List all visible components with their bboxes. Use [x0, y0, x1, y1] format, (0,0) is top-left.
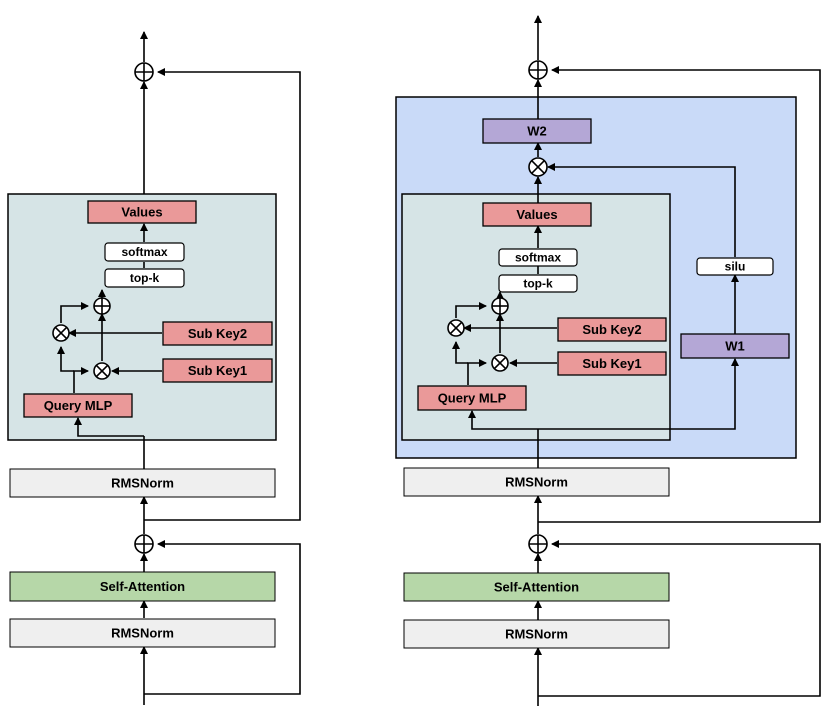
right-rmsnorm-top-box — [403, 467, 670, 497]
right-rmsnorm-top-label: RMSNorm — [505, 475, 568, 490]
right-rmsnorm-bottom-box — [403, 619, 670, 649]
right-multiply-subkey1-icon — [491, 354, 509, 372]
right-softmax-box — [498, 248, 578, 267]
left-mult2-to-add — [60, 302, 89, 323]
left-subkey2-box — [162, 321, 273, 346]
right-subkey1-label: Sub Key1 — [582, 356, 641, 371]
left-rmsnorm-top-label: RMSNorm — [111, 476, 174, 491]
left-self-attention-box — [9, 571, 276, 602]
left-softmax-label: softmax — [121, 245, 167, 259]
right-multiply-subkey2-icon — [447, 319, 465, 337]
right-self-attention-box — [403, 572, 670, 602]
right-w2-box — [482, 118, 592, 144]
right-query-mlp-box — [417, 385, 527, 411]
right-rmsnorm-bottom-label: RMSNorm — [505, 627, 568, 642]
right-add-attention-icon — [528, 534, 548, 554]
right-subkey1-box — [557, 351, 667, 376]
right-add-output-icon — [528, 60, 548, 80]
right-gate-multiply-icon — [528, 157, 548, 177]
left-query-mlp-label: Query MLP — [44, 398, 113, 413]
left-subkey2-label: Sub Key2 — [188, 326, 247, 341]
right-softmax-label: softmax — [515, 251, 561, 265]
left-query-mlp-box — [23, 393, 133, 418]
left-values-label: Values — [121, 205, 162, 220]
right-silu-to-gate — [547, 163, 736, 257]
right-residual-top — [538, 66, 821, 523]
left-self-attention-label: Self-Attention — [100, 579, 185, 594]
right-topk-label: top-k — [523, 277, 553, 291]
left-multiply-subkey1-icon — [93, 362, 111, 380]
left-to-query-mlp — [74, 417, 144, 437]
left-topk-box — [104, 268, 185, 288]
left-subkey1-box — [162, 358, 273, 383]
right-self-attention-label: Self-Attention — [494, 580, 579, 595]
left-add-attention-icon — [134, 534, 154, 554]
left-softmax-box — [104, 242, 185, 262]
right-w1-box — [680, 333, 790, 359]
right-to-query-mlp — [468, 410, 538, 430]
left-values-box — [87, 200, 197, 224]
left-add-keys-icon — [93, 297, 111, 315]
left-rmsnorm-top-box — [9, 468, 276, 498]
left-rmsnorm-bottom-label: RMSNorm — [111, 626, 174, 641]
left-qmlp-to-mult2 — [57, 346, 74, 372]
right-values-box — [482, 202, 592, 227]
left-diagram: Values softmax top-k Sub Key2 Sub Key1 Q… — [7, 31, 301, 705]
right-add-keys-icon — [491, 297, 509, 315]
left-subkey1-label: Sub Key1 — [188, 363, 247, 378]
right-to-w1 — [538, 358, 739, 430]
right-qmlp-to-mult2 — [452, 341, 468, 364]
right-silu-box — [696, 257, 774, 276]
left-topk-label: top-k — [130, 271, 160, 285]
right-subkey2-box — [557, 317, 667, 342]
left-rmsnorm-bottom-box — [9, 618, 276, 648]
right-mult2-to-add — [455, 302, 487, 318]
right-subkey2-label: Sub Key2 — [582, 322, 641, 337]
right-values-label: Values — [516, 207, 557, 222]
left-residual-top — [144, 68, 301, 521]
right-w1-label: W1 — [725, 339, 745, 354]
right-residual-bottom — [538, 540, 821, 697]
left-add-output-icon — [134, 62, 154, 82]
right-query-mlp-label: Query MLP — [438, 391, 507, 406]
right-topk-box — [498, 274, 578, 293]
right-w2-label: W2 — [527, 124, 547, 139]
left-residual-bottom — [144, 540, 301, 695]
left-multiply-subkey2-icon — [52, 324, 70, 342]
right-silu-label: silu — [725, 260, 746, 274]
right-diagram: W2 Values softmax top-k Sub Key2 Sub Key… — [395, 15, 821, 706]
